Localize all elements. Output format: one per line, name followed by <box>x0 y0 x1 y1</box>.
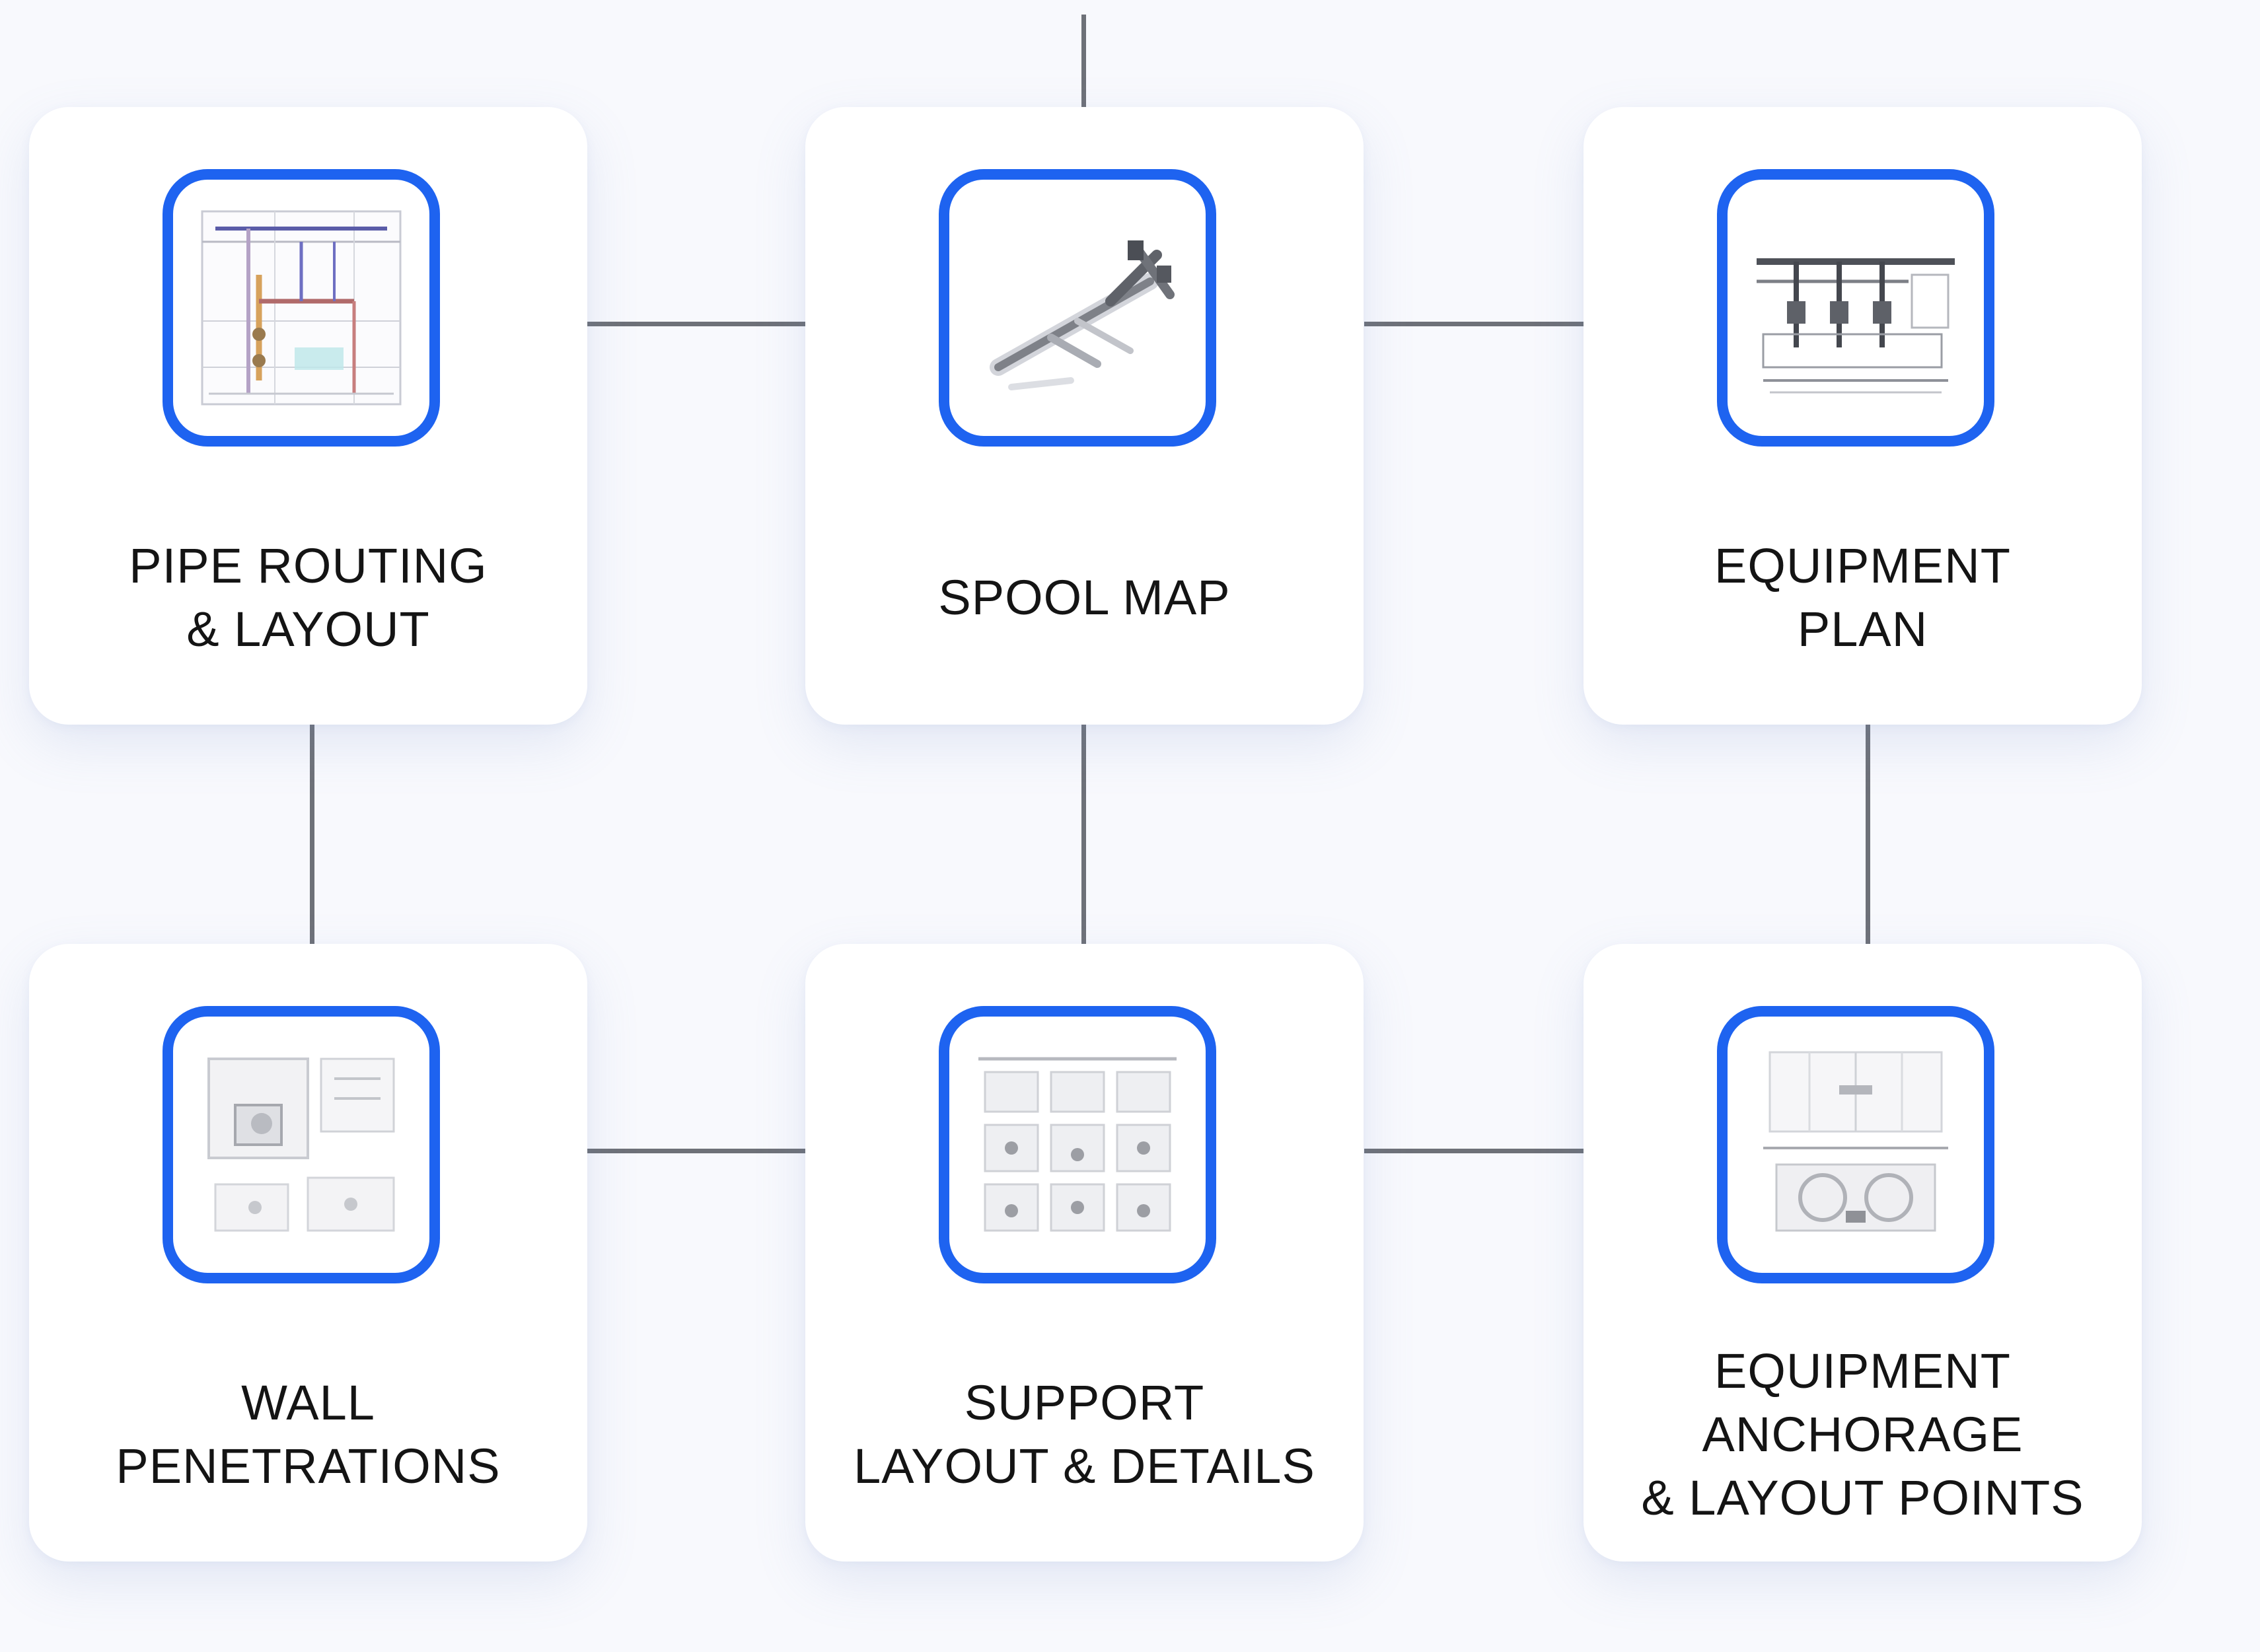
card-wall-penetrations[interactable]: WALL PENETRATIONS <box>29 944 587 1562</box>
connector-support-to-anchorage <box>1364 1149 1584 1153</box>
connector-top <box>1081 15 1086 108</box>
card-support-layout[interactable]: SUPPORT LAYOUT & DETAILS <box>805 944 1364 1562</box>
card-spool-map[interactable]: SPOOL MAP <box>805 107 1364 725</box>
card-label-line: PIPE ROUTING <box>129 538 488 593</box>
card-label-line: SUPPORT <box>964 1375 1205 1430</box>
wall-penetration-drawing-icon <box>207 1058 395 1232</box>
isometric-spool-drawing-thumbnail <box>939 169 1216 447</box>
card-label: EQUIPMENT ANCHORAGE & LAYOUT POINTS <box>1584 1334 2142 1535</box>
connector-equipment-to-anchorage <box>1866 725 1870 944</box>
anchorage-drawing-icon <box>1763 1051 1948 1232</box>
support-details-drawing-thumbnail <box>939 1006 1216 1283</box>
connector-pipe-to-wall <box>310 725 314 944</box>
card-label-line: EQUIPMENT <box>1714 538 2011 593</box>
card-label-line: PLAN <box>1797 601 1928 657</box>
equipment-plan-drawing-icon <box>1757 258 1955 394</box>
card-label-line: EQUIPMENT <box>1714 1343 2011 1398</box>
wall-penetration-drawing-thumbnail <box>163 1006 440 1283</box>
card-label: SUPPORT LAYOUT & DETAILS <box>805 1334 1364 1535</box>
card-pipe-routing[interactable]: PIPE ROUTING & LAYOUT <box>29 107 587 725</box>
connector-wall-to-support <box>587 1149 805 1153</box>
card-equipment-anchorage[interactable]: EQUIPMENT ANCHORAGE & LAYOUT POINTS <box>1584 944 2142 1562</box>
card-label-line: & LAYOUT POINTS <box>1641 1470 2084 1525</box>
card-equipment-plan[interactable]: EQUIPMENT PLAN <box>1584 107 2142 725</box>
card-label-line: PENETRATIONS <box>116 1438 501 1493</box>
pipe-routing-drawing-icon <box>201 210 402 406</box>
card-label-line: SPOOL MAP <box>938 569 1231 625</box>
card-label-line: WALL <box>241 1375 375 1430</box>
card-label: WALL PENETRATIONS <box>29 1334 587 1535</box>
card-label-line: ANCHORAGE <box>1702 1406 2023 1462</box>
card-label: PIPE ROUTING & LAYOUT <box>29 497 587 698</box>
anchorage-drawing-thumbnail <box>1717 1006 1994 1283</box>
connector-pipe-to-spool <box>587 322 805 326</box>
card-label: SPOOL MAP <box>805 497 1364 698</box>
support-details-drawing-icon <box>978 1057 1177 1232</box>
connector-spool-to-support <box>1081 725 1086 944</box>
connector-spool-to-equipment <box>1364 322 1584 326</box>
pipe-routing-drawing-thumbnail <box>163 169 440 447</box>
isometric-spool-drawing-icon <box>990 240 1175 390</box>
equipment-plan-drawing-thumbnail <box>1717 169 1994 447</box>
card-label: EQUIPMENT PLAN <box>1584 497 2142 698</box>
card-label-line: LAYOUT & DETAILS <box>854 1438 1315 1493</box>
card-label-line: & LAYOUT <box>186 601 430 657</box>
